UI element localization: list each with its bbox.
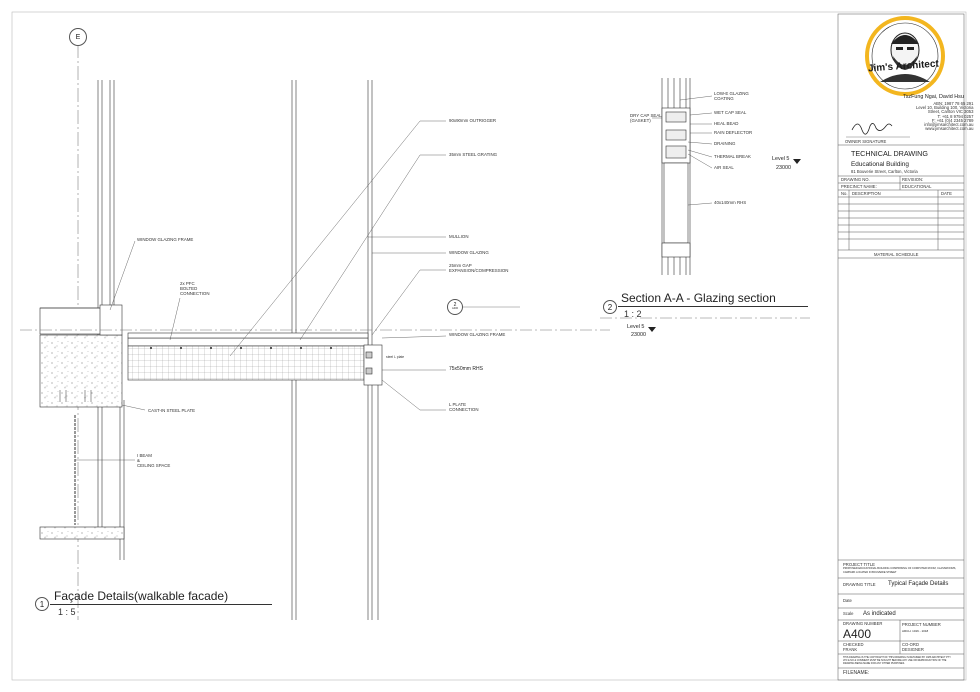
address-line: info@jimsarchitect.com.au — [924, 122, 974, 128]
material-schedule-heading: MATERIAL SCHEDULE — [874, 252, 919, 257]
sheet-border — [11, 11, 967, 681]
filename-label: FILENAME: — [843, 670, 870, 676]
project-title-line-1: PROPOSED EDUCATIONAL BUILDING COMPRISING… — [843, 567, 957, 570]
label-ibeam-3: CEILING SPACE — [137, 463, 171, 468]
view-title-2: Section A-A - Glazing section — [621, 291, 776, 305]
callout-sheet: A400 — [451, 307, 459, 311]
address-line: Street, Carlton VIC 3053 — [927, 109, 974, 115]
project-title-label: PROJECT TITLE — [843, 562, 875, 567]
label-wetcap: WET CAP SEAL — [714, 110, 747, 115]
label-draining: DRAINING — [714, 141, 736, 146]
glazing-section — [600, 78, 810, 332]
label-rain: RAIN DEFLECTOR — [714, 130, 753, 135]
address-line: F: +61 (0)4 2345 2789 — [931, 117, 974, 123]
view-scale-2: 1 : 2 — [624, 309, 642, 319]
view-title-1: Façade Details(walkable facade) — [54, 589, 229, 603]
copyright-line-1: THIS DRAWING IS THE COPYRIGHT OF THIS DR… — [843, 656, 951, 659]
view-number-1-text: 1 — [39, 599, 45, 609]
label-lowe-1: LOW-E GLAZING — [714, 91, 749, 96]
precinct-name-label: PRECINCT NAME: — [841, 184, 877, 189]
drawing-no-label: DRAWING NO. — [841, 177, 870, 182]
level-value-2: 23000 — [631, 332, 646, 338]
level-name-1: Level 5 — [772, 156, 790, 162]
project-number-label: PROJECT NUMBER — [902, 622, 941, 627]
label-ibeam-1: I BEAM — [137, 453, 152, 458]
drawing-title-label: DRAWING TITLE — [843, 582, 876, 587]
address-line: ABN: 1987 78 65 291 — [933, 101, 974, 106]
precinct-value: EDUCATIONAL — [902, 184, 932, 189]
copyright-line-3: DRAWING BEING MADE FOR ANY OTHER PURPOSE… — [843, 662, 905, 665]
label-rhs: 75x50mm RHS — [449, 366, 483, 372]
label-drycap-2: (GASKET) — [630, 118, 651, 123]
technical-drawing-heading: TECHNICAL DRAWING — [851, 149, 928, 158]
view-number-1: 1 — [35, 597, 49, 611]
address-line: Level 10, Building 100, Victoria — [916, 105, 974, 111]
level-value-1: 23000 — [776, 165, 791, 171]
title-block — [837, 13, 965, 681]
owner-signature-label: OWNER SIGNATURE — [845, 139, 887, 144]
project-title-line-2: CARPARK LOCATED IN BOUVERIE STREET — [843, 571, 897, 574]
label-gap-1: 25mm GAP — [449, 263, 472, 268]
label-mullion: MULLION — [449, 234, 469, 239]
label-healbead: HEAL BEAD — [714, 121, 739, 126]
project-number: ARCH. 1016 - 1018 — [902, 629, 929, 633]
signature — [851, 123, 893, 135]
facade-detail — [20, 44, 610, 620]
drawing-title: Typical Façade Details — [888, 581, 949, 587]
address-line: www.jimsarchitect.com.au — [925, 126, 974, 132]
firm-address: ABN: 1987 78 65 291 Level 10, Building 1… — [916, 101, 974, 132]
grid-marker-label: E — [75, 33, 81, 41]
label-pfc-3: CONNECTION — [180, 291, 210, 296]
drawing-number: A400 — [843, 627, 872, 641]
label-lplate-1: L PLATE — [449, 402, 467, 407]
checked-value: FRANK — [843, 647, 858, 652]
revision-label: REVISION: — [902, 177, 924, 182]
label-outrigger: 90x90mm OUTRIGGER — [449, 118, 497, 123]
section-callout[interactable]: 2 A400 — [447, 299, 463, 315]
project-address: 81 Bouverie Street, Carlton, Victoria — [851, 169, 918, 174]
label-ibeam-2: & — [137, 458, 140, 463]
view-number-2: 2 — [603, 300, 617, 314]
view-title-2-underline — [618, 306, 808, 307]
label-lplate-2: CONNECTION — [449, 407, 479, 412]
label-pfc-2: BOLTED — [180, 286, 198, 291]
col-description: DESCRIPTION — [852, 191, 881, 196]
label-rhs40: 40x140mm RHS — [714, 200, 747, 205]
level-name-2: Level 5 — [627, 324, 645, 330]
label-cast-in: CAST-IN STEEL PLATE — [148, 408, 196, 413]
logo-badge — [865, 16, 945, 96]
callout-number: 2 — [453, 302, 457, 309]
label-glazing-frame-left: WINDOW GLAZING FRAME — [137, 237, 194, 242]
designer-label: DESIGNER — [902, 647, 924, 652]
checked-label: CHECKED — [843, 642, 864, 647]
label-grating: 35mm STEEL GRATING — [449, 152, 498, 157]
scale-value: As indicated — [863, 611, 896, 617]
view-scale-1: 1 : 5 — [58, 607, 76, 617]
view-title-1-underline — [50, 604, 272, 605]
col-no: No. — [841, 191, 848, 196]
designer-names: TszFung Ngai, David Hsu — [903, 94, 964, 100]
view-number-2-text: 2 — [607, 302, 613, 312]
copyright-line-2: LTD & NO & COMMENT MUST BE SOUGHT BEFORE… — [843, 659, 947, 662]
scale-label: Scale — [843, 611, 854, 616]
date-label: Date — [843, 598, 852, 603]
label-lowe-2: COATING — [714, 96, 734, 101]
drawing-number-label: DRAWING NUMBER — [843, 621, 883, 626]
project-name: Educational Building — [851, 161, 909, 168]
label-pfc-1: 2x PFC — [180, 281, 195, 286]
label-steel-plate: steel L plate — [386, 355, 405, 359]
label-airseal: AIR SEAL — [714, 165, 734, 170]
label-thermal: THERMAL BREAK — [714, 154, 751, 159]
label-glazing-frame-right: WINDOW GLAZING FRAME — [449, 332, 506, 337]
address-line: T: +61 8 9794 0257 — [937, 113, 974, 119]
label-drycap-1: DRY CAP SEAL — [630, 113, 662, 118]
label-gap-2: EXPANSION/COMPRESSION — [449, 268, 509, 273]
col-date: DATE — [941, 191, 952, 196]
coord-label: CO-ORD — [902, 642, 919, 647]
grid-marker-e: E — [69, 28, 87, 46]
label-window-glazing: WINDOW GLAZING — [449, 250, 489, 255]
